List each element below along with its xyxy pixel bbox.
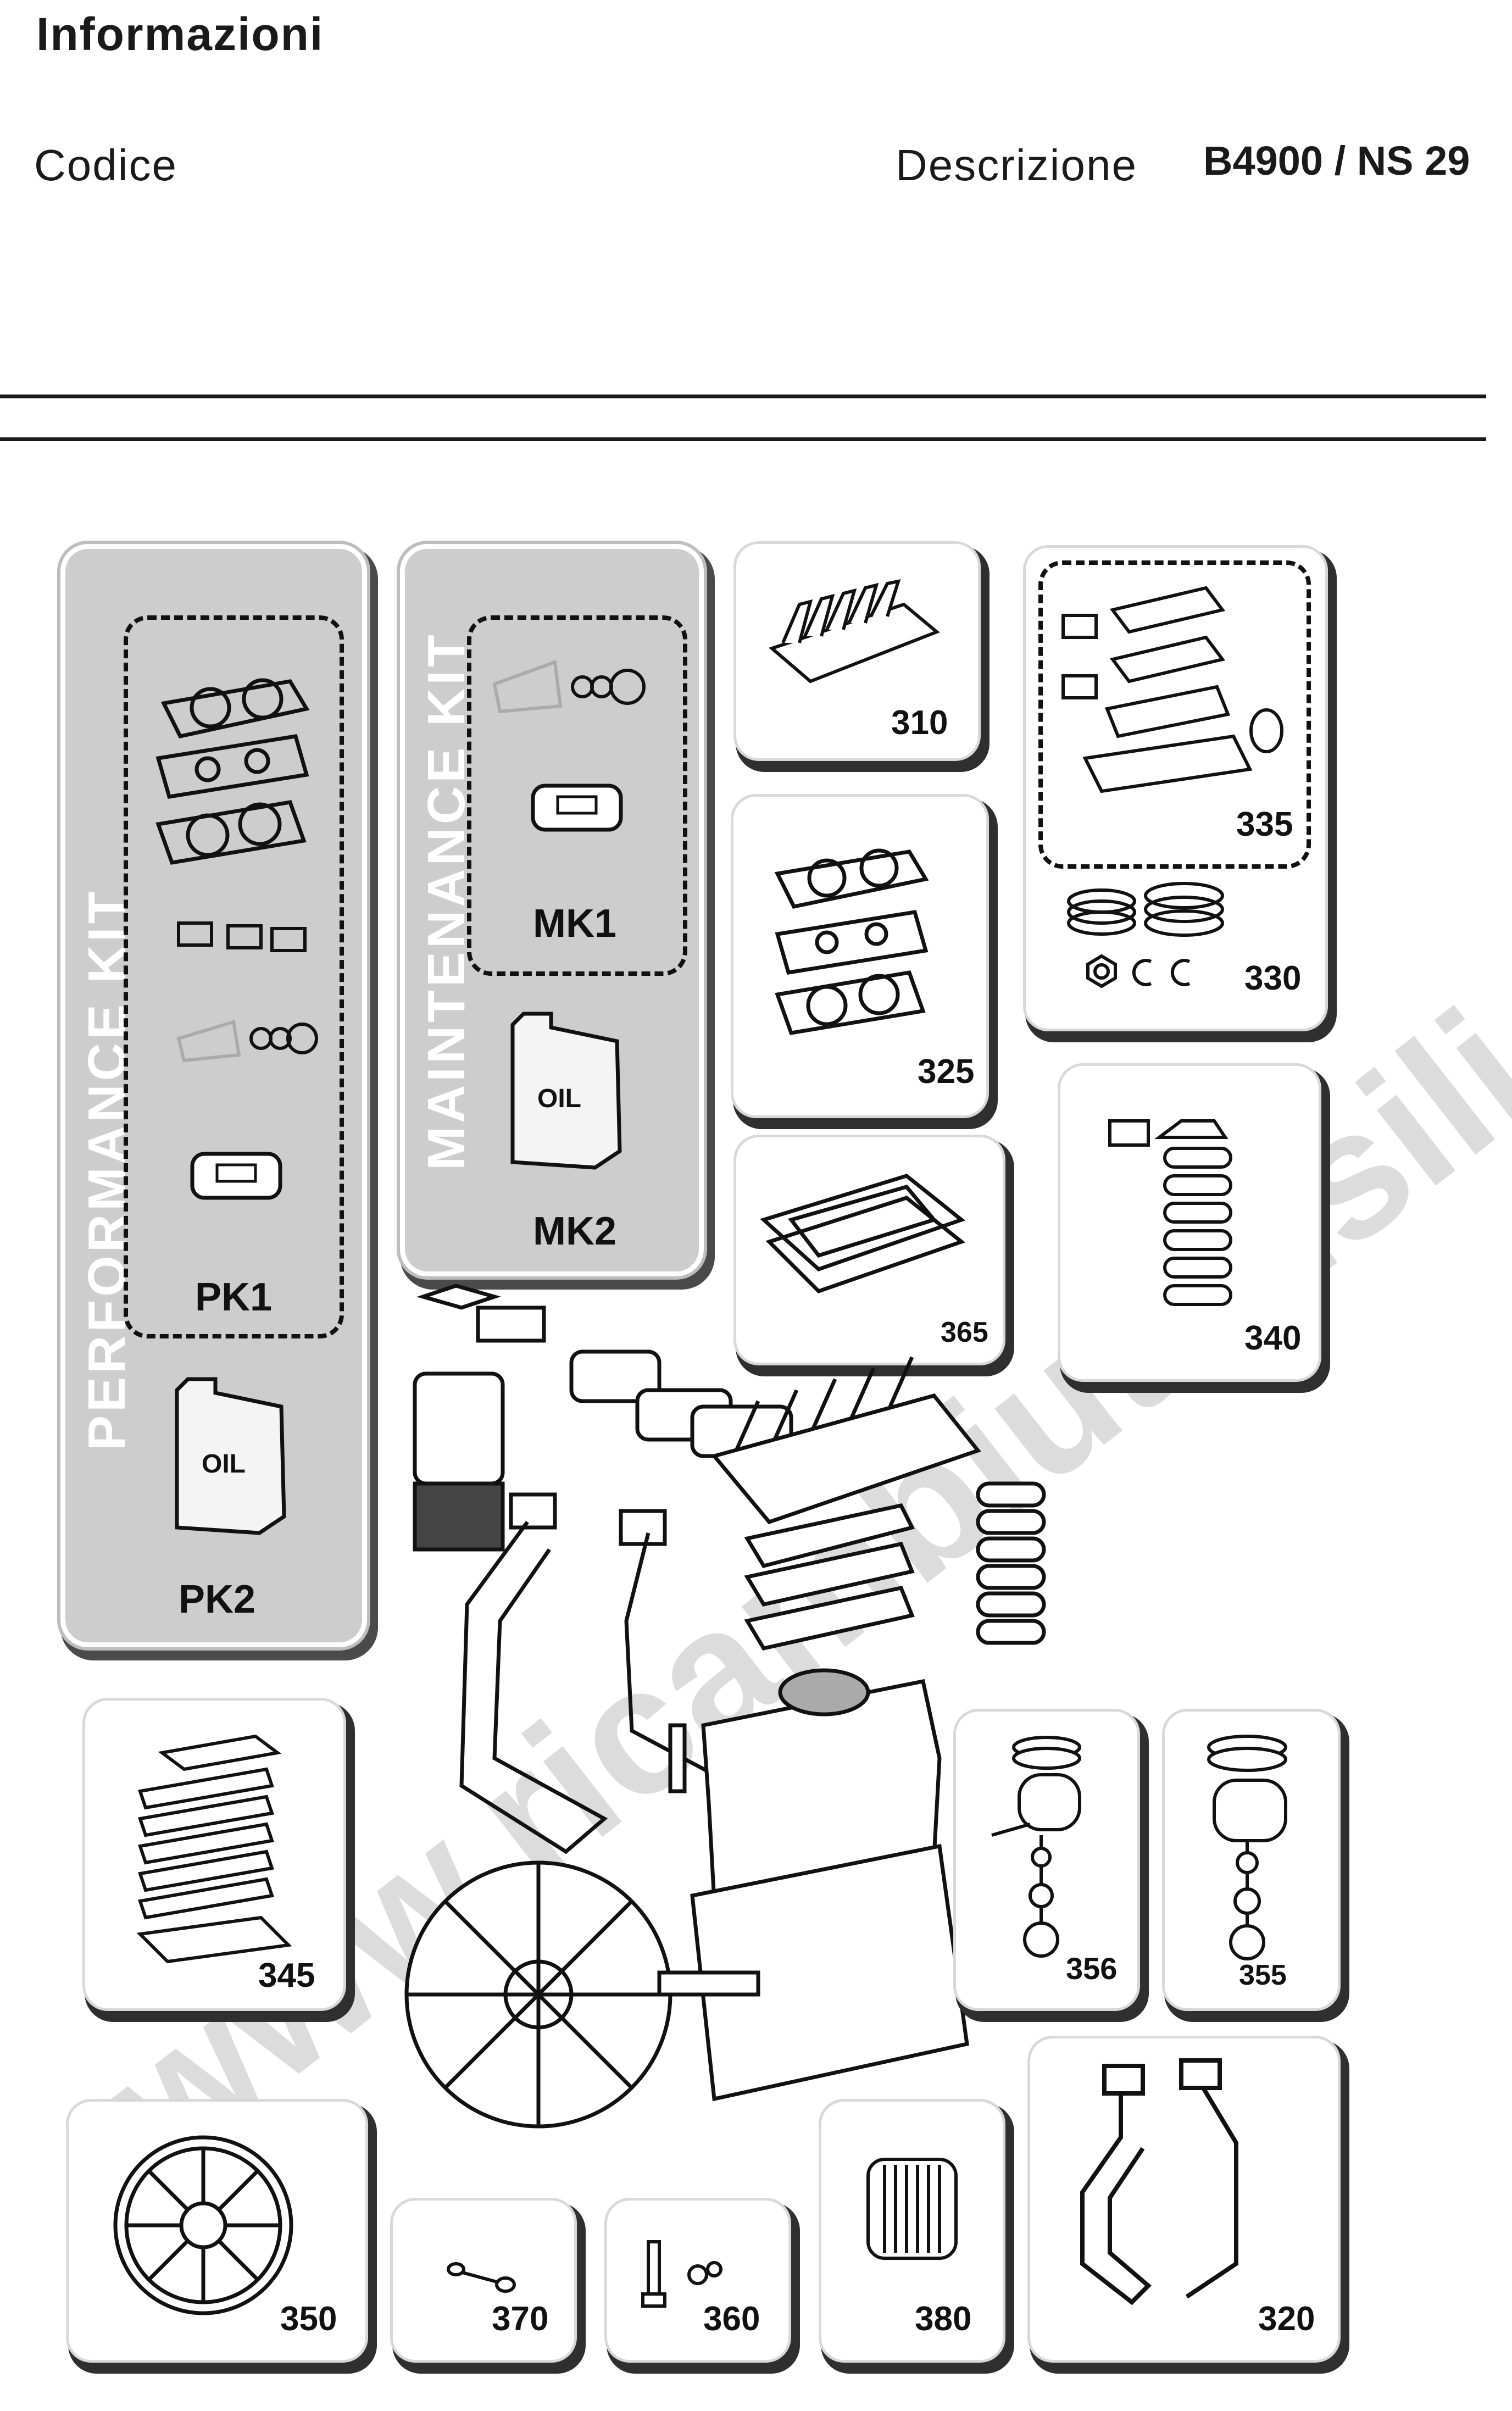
- pk1-label: PK1: [195, 1275, 273, 1319]
- part-325-panel: [731, 794, 989, 1118]
- pk1-gasket-set-icon: [155, 678, 310, 865]
- pk2-oil-text: OIL: [202, 1449, 246, 1479]
- piston-rod-355-icon: [1207, 1735, 1287, 1960]
- gasket-kit-icon: [1061, 586, 1283, 793]
- part-350-number: 350: [280, 2300, 337, 2338]
- pin-370-icon: [447, 2262, 516, 2293]
- part-330-number: 330: [1244, 959, 1302, 997]
- cylinder-fins-icon: [1108, 1119, 1232, 1306]
- part-355-number: 355: [1239, 1959, 1287, 1991]
- part-310-number: 310: [891, 704, 948, 742]
- delivery-pipe-icon: [1080, 2058, 1238, 2306]
- pk1-valves-icon: [177, 921, 307, 952]
- part-345-number: 345: [258, 1957, 315, 1995]
- model-name: B4900 / NS 29: [1203, 138, 1470, 184]
- cylinder-head-icon: [769, 579, 940, 684]
- divider-top: [0, 395, 1486, 398]
- part-320-panel: [1027, 2036, 1341, 2363]
- part-320-number: 320: [1258, 2300, 1315, 2338]
- compressor-assembly-icon: [404, 1284, 1046, 2129]
- part-356-number: 356: [1066, 1951, 1118, 1986]
- description-label: Descrizione: [896, 141, 1137, 190]
- piston-rings-icon: [1067, 882, 1224, 988]
- flywheel-icon: [113, 2135, 293, 2315]
- mk2-label: MK2: [533, 1209, 617, 1253]
- cylinder-block-icon: [136, 1734, 292, 1964]
- part-370-panel: [390, 2198, 577, 2363]
- part-365-number: 365: [941, 1316, 988, 1348]
- part-335-330-panel: [1023, 545, 1328, 1031]
- part-325-number: 325: [918, 1053, 975, 1091]
- divider-bottom: [0, 437, 1486, 441]
- part-340-number: 340: [1244, 1319, 1302, 1357]
- part-370-number: 370: [492, 2300, 549, 2338]
- part-380-number: 380: [915, 2300, 972, 2338]
- section-title: Informazioni: [36, 8, 324, 60]
- air-filter-element-icon: [866, 2158, 958, 2260]
- mk2-oil-text: OIL: [537, 1084, 581, 1113]
- pk1-filter-icon: [176, 1020, 318, 1063]
- pk1-filter-cartridge-icon: [190, 1152, 282, 1200]
- head-gasket-set-icon: [774, 848, 929, 1035]
- pk2-oil-can-icon: OIL: [175, 1377, 286, 1535]
- base-gasket-icon: [760, 1174, 966, 1294]
- part-360-number: 360: [703, 2300, 760, 2338]
- mk1-filter-cartridge-icon: [531, 784, 623, 832]
- bolt-360-icon: [641, 2240, 722, 2308]
- pk2-label: PK2: [179, 1577, 256, 1621]
- mk1-dashed-group: [467, 615, 687, 976]
- part-335-number: 335: [1236, 805, 1293, 843]
- part-335-dashed-group: [1038, 560, 1311, 869]
- mk2-oil-can-icon: OIL: [510, 1012, 622, 1170]
- code-label: Codice: [34, 141, 178, 190]
- mk1-filter-icon: [492, 659, 646, 714]
- piston-rod-356-icon: [991, 1736, 1081, 1958]
- pk1-dashed-group: [124, 615, 344, 1338]
- mk1-label: MK1: [533, 902, 617, 946]
